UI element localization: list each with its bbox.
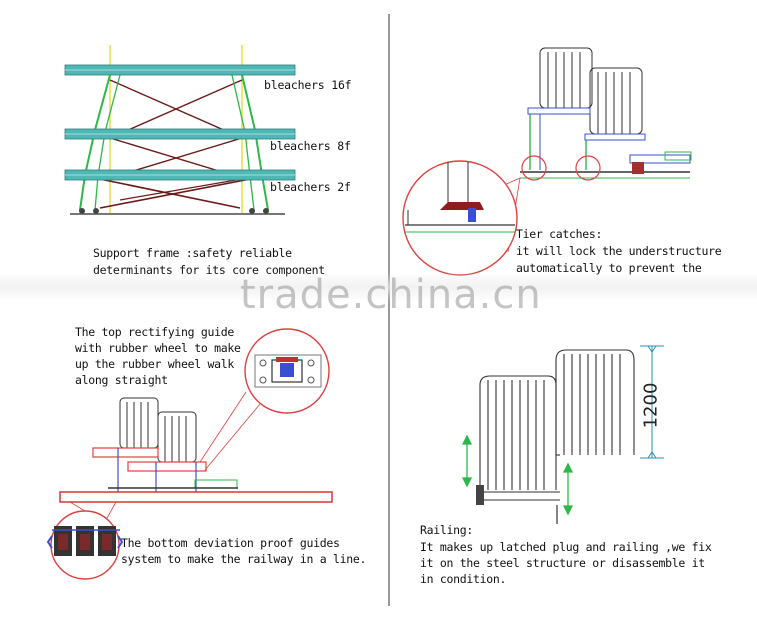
label-bleachers-16f: bleachers 16f xyxy=(264,78,352,92)
tier-catches-caption-2: it will lock the understructure xyxy=(516,244,722,258)
watermark-text: trade.china.cn xyxy=(240,272,542,318)
top-guide-caption-3: up the rubber wheel walk xyxy=(75,357,234,371)
railing-caption-1: Railing: xyxy=(420,523,473,537)
label-bleachers-8f: bleachers 8f xyxy=(270,139,351,153)
bottom-guide-caption-2: system to make the railway in a line. xyxy=(121,552,367,566)
dimension-1200-label: 1200 xyxy=(640,382,662,429)
railing-caption-2: It makes up latched plug and railing ,we… xyxy=(420,540,712,554)
top-guide-caption-1: The top rectifying guide xyxy=(75,325,234,339)
tier-catches-caption-1: Tier catches: xyxy=(516,227,603,241)
tier-catches-caption-3: automatically to prevent the xyxy=(516,261,702,275)
top-guide-caption-4: along straight xyxy=(75,373,168,387)
top-guide-caption-2: with rubber wheel to make xyxy=(75,341,241,355)
label-bleachers-2f: bleachers 2f xyxy=(270,180,351,194)
support-frame-caption-1: Support frame :safety reliable xyxy=(93,246,292,260)
watermark-band xyxy=(0,272,757,302)
railing-caption-3: it on the steel structure or disassemble… xyxy=(420,556,705,570)
bottom-guide-caption-1: The bottom deviation proof guides xyxy=(121,536,340,550)
railing-caption-4: in condition. xyxy=(420,572,507,586)
